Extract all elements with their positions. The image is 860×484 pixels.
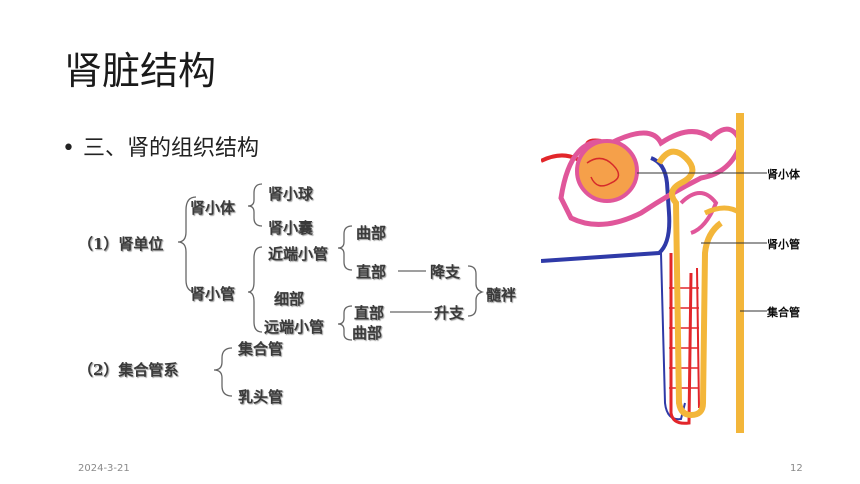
- footer-date: 2024-3-21: [78, 463, 130, 474]
- item-ascending-limb: 升支: [434, 304, 465, 322]
- brace-tubule: [247, 246, 263, 333]
- tree-brackets: [177, 183, 485, 397]
- label-renal-corpuscle: 肾小体: [767, 168, 800, 181]
- item-loop-of-henle: 髓袢: [486, 286, 517, 304]
- bullet-dot: •: [62, 136, 75, 161]
- glomerulus-ball: [575, 139, 639, 203]
- item-renal-corpuscle: 肾小体: [190, 199, 236, 217]
- item-convoluted-part-1: 曲部: [356, 224, 387, 242]
- item-renal-tubule: 肾小管: [190, 285, 236, 303]
- item-straight-part-1: 直部: [356, 263, 387, 281]
- nephron-drawing: [540, 113, 767, 433]
- brace-nephron: [177, 196, 197, 293]
- item-collecting-duct: 集合管: [238, 340, 284, 358]
- nephron-illustration: 肾小体 肾小管 集合管: [540, 103, 828, 433]
- item-straight-part-2: 直部: [354, 304, 385, 322]
- label-renal-tubule: 肾小管: [767, 238, 800, 251]
- brace-corpuscle: [247, 183, 263, 227]
- item-thin-segment: 细部: [274, 290, 305, 308]
- item-glomerulus: 肾小球: [268, 185, 314, 203]
- bullet-heading: • 三、肾的组织结构: [62, 130, 259, 162]
- item-papillary-duct: 乳头管: [238, 388, 284, 406]
- structure-tree: （1）肾单位 肾小体 肾小球 肾小囊 肾小管 近端小管 曲部 直部 降支 髓袢 …: [78, 183, 517, 406]
- brace-distal: [337, 305, 353, 341]
- label-collecting-duct: 集合管: [767, 306, 800, 319]
- item-nephron: （1）肾单位: [78, 235, 164, 253]
- item-distal-tubule: 远端小管: [264, 318, 325, 336]
- page-number: 12: [790, 463, 803, 474]
- item-proximal-tubule: 近端小管: [268, 245, 329, 263]
- slide-title: 肾脏结构: [64, 49, 217, 93]
- item-bowman-capsule: 肾小囊: [268, 219, 314, 237]
- brace-collecting: [213, 347, 233, 397]
- brace-proximal: [337, 225, 353, 271]
- brace-loop: [467, 265, 485, 317]
- bullet-text: 三、肾的组织结构: [82, 136, 259, 161]
- item-convoluted-part-2: 曲部: [352, 324, 383, 342]
- item-collecting-system: （2）集合管系: [78, 361, 179, 379]
- item-descending-limb: 降支: [430, 263, 461, 281]
